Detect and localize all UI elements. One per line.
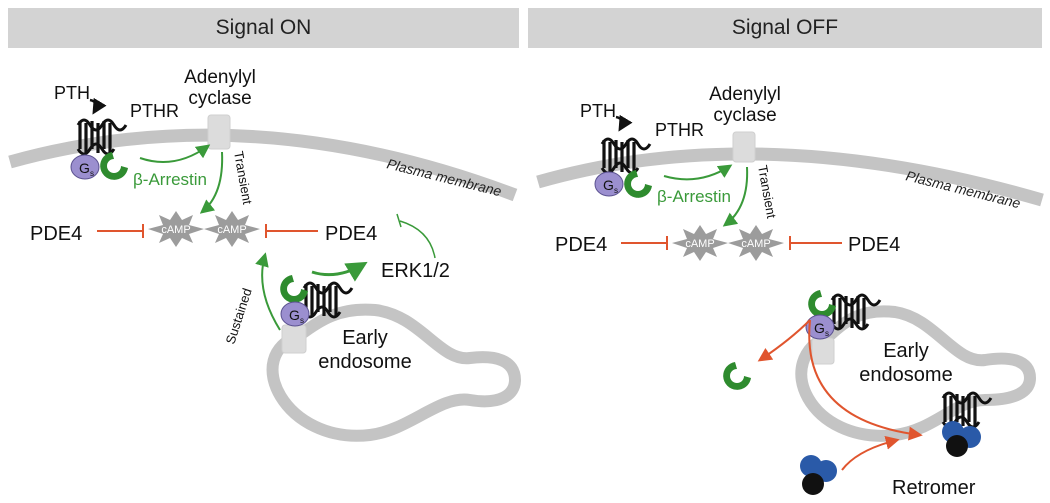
activation-arrow — [139, 144, 211, 163]
plasma-membrane — [536, 147, 1044, 207]
retromer-label: Retromer — [892, 477, 976, 499]
pth-ligand-arrow — [615, 114, 633, 132]
inhibition-line — [789, 236, 842, 250]
transient-arrow — [722, 166, 749, 227]
camp-label: cAMP — [685, 238, 714, 250]
right-panel: Adenylyl cyclase PTH PTHR G s β-Arrestin… — [536, 84, 1044, 499]
gs-label: G — [289, 307, 300, 323]
pth-label: PTH — [580, 101, 616, 121]
activation-arrow — [663, 164, 733, 181]
gs-protein-icon — [70, 154, 100, 180]
transient-label: Transient — [755, 164, 779, 220]
camp-label: cAMP — [741, 238, 770, 250]
early-endosome-shape — [795, 305, 1037, 442]
released-arrestin-icon — [723, 362, 751, 390]
gs-subscript: s — [300, 316, 304, 325]
early-endosome-shape — [266, 303, 522, 442]
adenylyl-cyclase-shape — [732, 131, 756, 163]
erk-inhibition-line — [396, 213, 436, 259]
cyclase-label: cyclase — [188, 88, 251, 109]
sustained-arrow — [255, 252, 281, 331]
gs-subscript: s — [90, 169, 94, 178]
pthr-label: PTHR — [130, 101, 179, 121]
camp-label: cAMP — [217, 224, 246, 236]
pthr-label: PTHR — [655, 120, 704, 140]
erk-label: ERK1/2 — [381, 260, 450, 282]
adenylyl-label: Adenylyl — [709, 84, 781, 105]
gs-label: G — [603, 177, 614, 193]
endosome-label-line1: Early — [342, 327, 388, 349]
sustained-label: Sustained — [223, 286, 255, 346]
recycling-arrow — [808, 319, 923, 441]
camp-label: cAMP — [161, 224, 190, 236]
inhibition-line — [621, 236, 668, 250]
pth-label: PTH — [54, 83, 90, 103]
plasma-membrane — [8, 128, 518, 202]
transient-arrow — [199, 151, 224, 214]
gs-protein-icon — [594, 171, 624, 197]
panel-header-signal-on: Signal ON — [8, 8, 519, 48]
pde4-left-label: PDE4 — [555, 234, 607, 256]
adenylyl-cyclase-shape — [811, 337, 835, 365]
beta-arrestin-icon — [808, 290, 836, 318]
erk-activation-arrow — [311, 261, 368, 282]
gs-label: G — [814, 320, 825, 336]
inhibition-line — [265, 224, 318, 238]
transient-label: Transient — [231, 150, 255, 206]
plasma-membrane-label: Plasma membrane — [385, 155, 503, 199]
endosome-label-line2: endosome — [318, 351, 411, 373]
release-arrow — [757, 319, 811, 362]
gs-subscript: s — [825, 329, 829, 338]
beta-arrestin-icon — [624, 170, 652, 198]
endosome-label-line2: endosome — [859, 364, 952, 386]
left-panel: Adenylyl cyclase PTH PTHR G s β-Arrestin… — [8, 67, 522, 442]
pth-ligand-arrow — [89, 97, 107, 115]
cyclase-label: cyclase — [713, 105, 776, 126]
gs-subscript: s — [614, 186, 618, 195]
adenylyl-cyclase-shape — [207, 114, 231, 150]
panel-title: Signal ON — [215, 16, 312, 39]
pde4-left-label: PDE4 — [30, 223, 82, 245]
beta-arrestin-label: β-Arrestin — [657, 187, 731, 206]
gs-label: G — [79, 160, 90, 176]
gs-protein-icon — [805, 314, 835, 340]
adenylyl-cyclase-shape — [281, 324, 307, 354]
adenylyl-label: Adenylyl — [184, 67, 256, 88]
beta-arrestin-label: β-Arrestin — [133, 170, 207, 189]
pde4-right-label: PDE4 — [848, 234, 900, 256]
beta-arrestin-icon — [100, 152, 128, 180]
inhibition-line — [97, 224, 144, 238]
gs-protein-icon — [280, 301, 310, 327]
beta-arrestin-icon — [280, 275, 308, 303]
endosome-label-line1: Early — [883, 340, 929, 362]
panel-header-signal-off: Signal OFF — [528, 8, 1042, 48]
retromer-complex-icon — [800, 455, 837, 495]
pde4-right-label: PDE4 — [325, 223, 377, 245]
retromer-complex-icon — [942, 421, 981, 457]
panel-title: Signal OFF — [731, 16, 839, 39]
retromer-arrow — [841, 435, 900, 471]
